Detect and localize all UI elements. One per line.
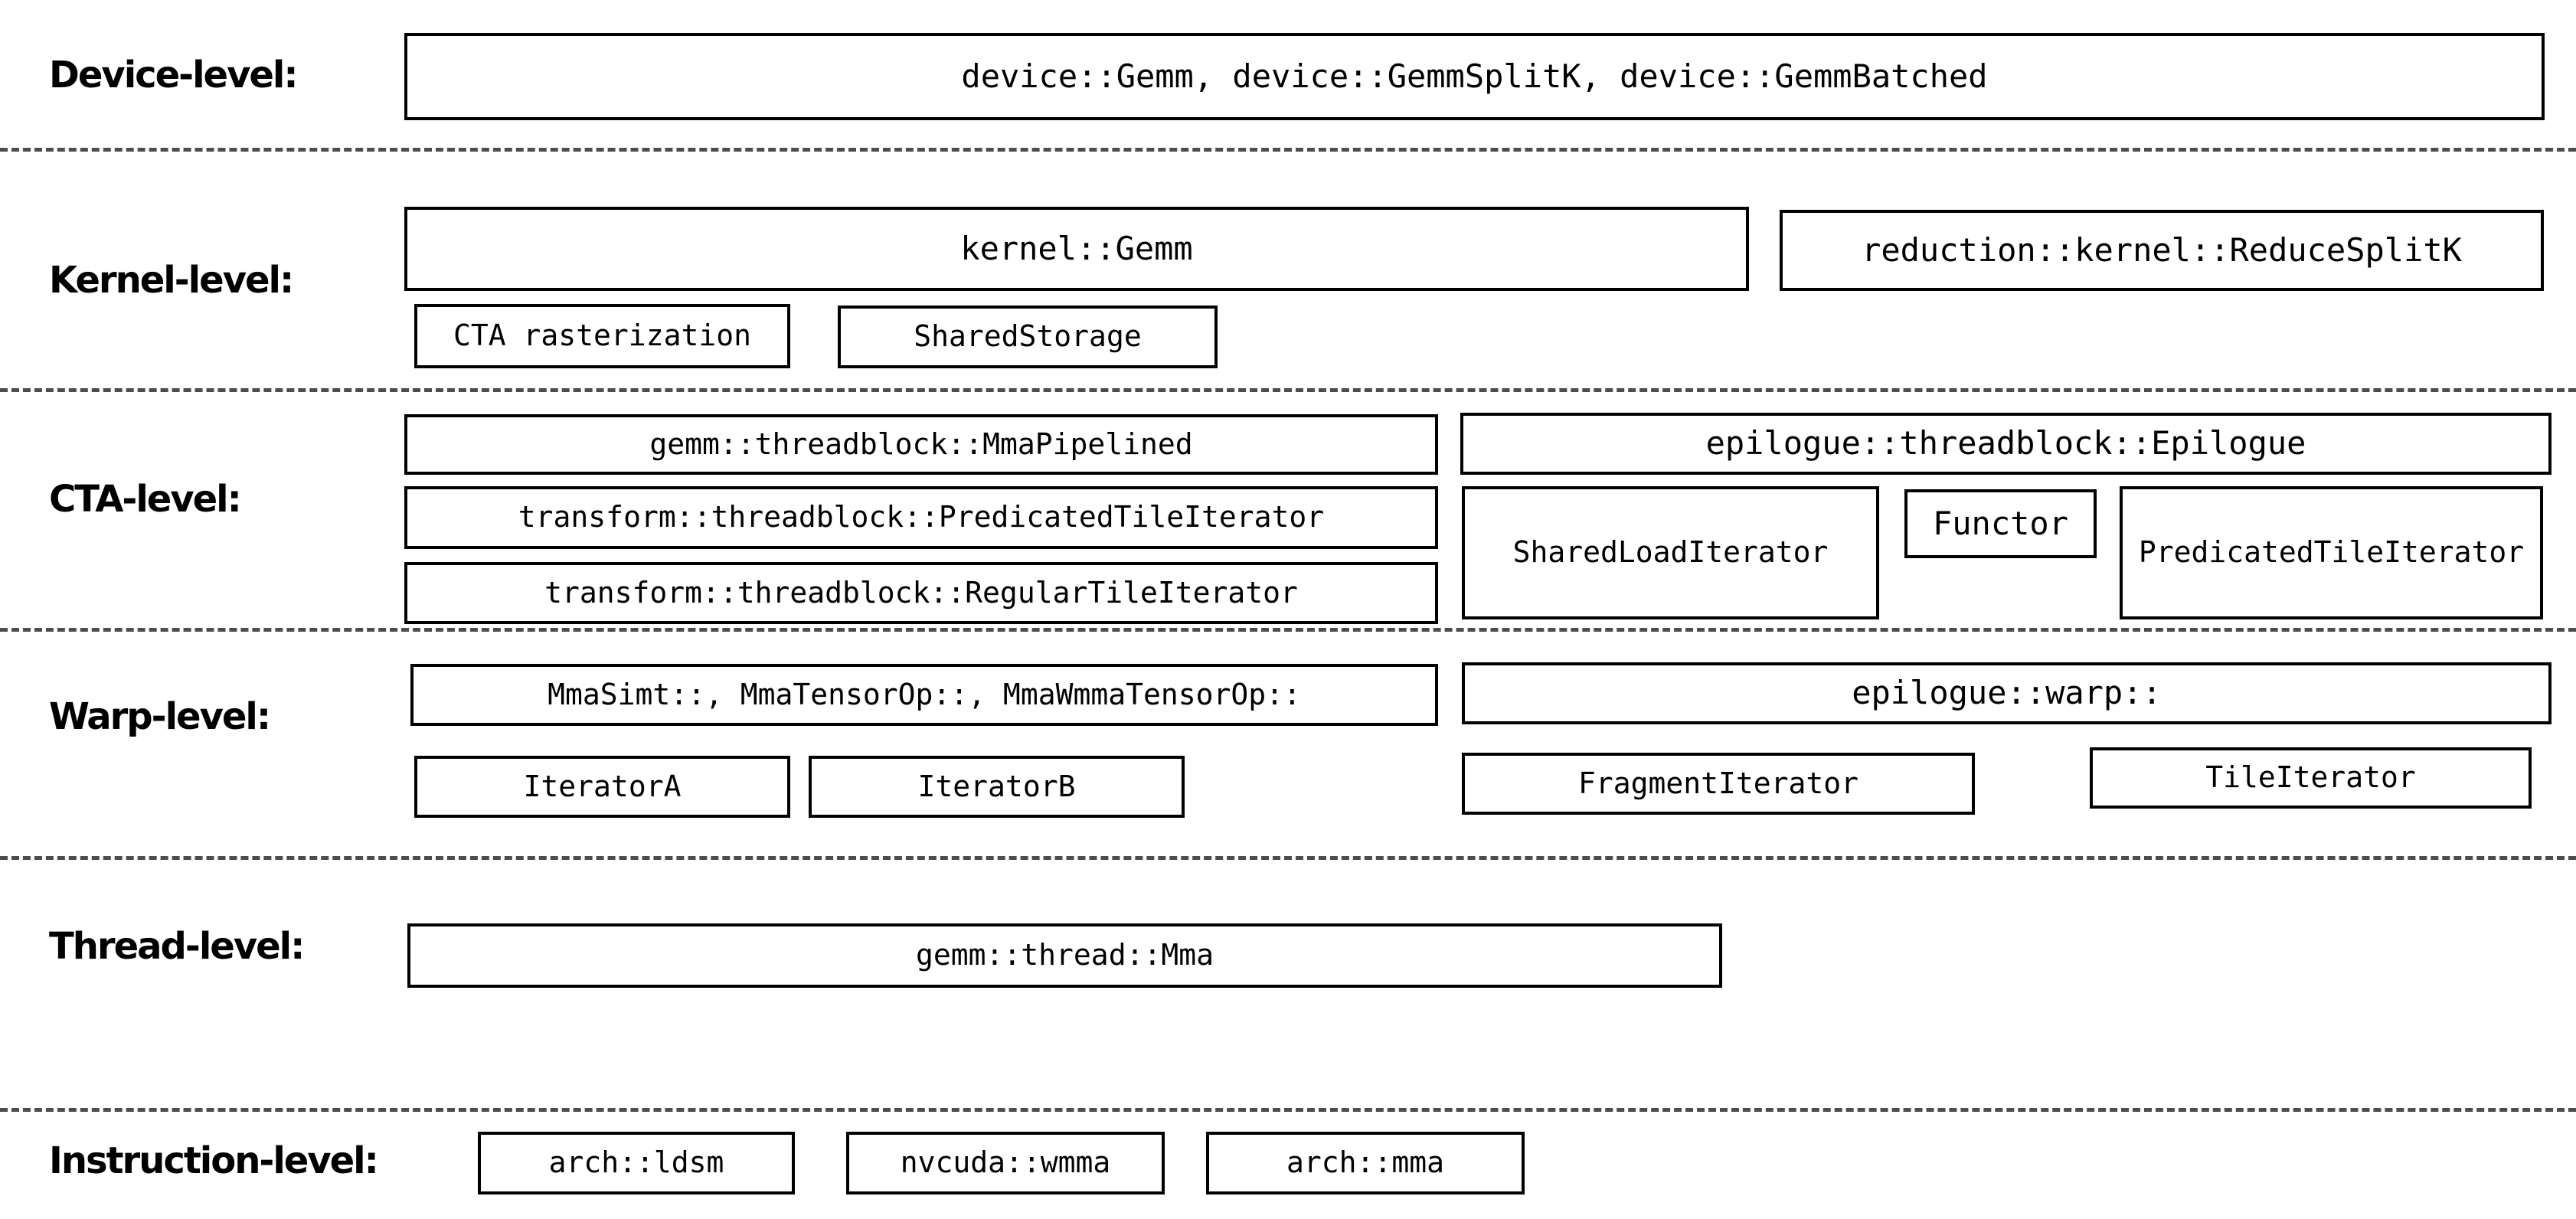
box-nvcuda-wmma: nvcuda::wmma [846, 1132, 1165, 1194]
device-level-label: Device-level: [49, 54, 299, 96]
box-iterator-a: IteratorA [414, 756, 790, 818]
box-gemm-thread-mma: gemm::thread::Mma [407, 923, 1722, 988]
row-separator [0, 148, 2576, 152]
box-cta-rasterization: CTA rasterization [414, 304, 790, 368]
thread-level-label: Thread-level: [49, 925, 305, 968]
box-transform-predicated-tile-iterator: transform::threadblock::PredicatedTileIt… [404, 486, 1438, 549]
box-transform-regular-tile-iterator: transform::threadblock::RegularTileItera… [404, 562, 1438, 624]
box-kernel-gemm: kernel::Gemm [404, 207, 1749, 291]
warp-level-label: Warp-level: [49, 695, 271, 738]
box-shared-storage: SharedStorage [838, 306, 1218, 368]
row-separator [0, 856, 2576, 860]
row-separator [0, 388, 2576, 392]
box-arch-mma: arch::mma [1206, 1132, 1525, 1194]
box-warp-mma-variants: MmaSimt::, MmaTensorOp::, MmaWmmaTensorO… [410, 664, 1438, 726]
box-iterator-b: IteratorB [809, 756, 1185, 818]
box-device-gemm: device::Gemm, device::GemmSplitK, device… [404, 33, 2545, 120]
box-fragment-iterator: FragmentIterator [1462, 753, 1975, 815]
row-separator [0, 628, 2576, 632]
box-arch-ldsm: arch::ldsm [478, 1132, 795, 1194]
cta-level-label: CTA-level: [49, 478, 242, 521]
box-reduction-kernel-reducesplitk: reduction::kernel::ReduceSplitK [1780, 210, 2544, 291]
box-epilogue-threadblock-epilogue: epilogue::threadblock::Epilogue [1460, 413, 2551, 475]
instruction-level-label: Instruction-level: [49, 1139, 379, 1182]
box-epilogue-warp: epilogue::warp:: [1462, 662, 2551, 724]
box-functor: Functor [1904, 489, 2097, 558]
box-tile-iterator: TileIterator [2090, 747, 2532, 809]
box-epilogue-predicated-tile-iterator: PredicatedTileIterator [2120, 486, 2543, 619]
box-shared-load-iterator: SharedLoadIterator [1462, 486, 1879, 619]
kernel-level-label: Kernel-level: [49, 259, 294, 302]
row-separator [0, 1108, 2576, 1112]
box-gemm-threadblock-mmapipelined: gemm::threadblock::MmaPipelined [404, 414, 1438, 475]
